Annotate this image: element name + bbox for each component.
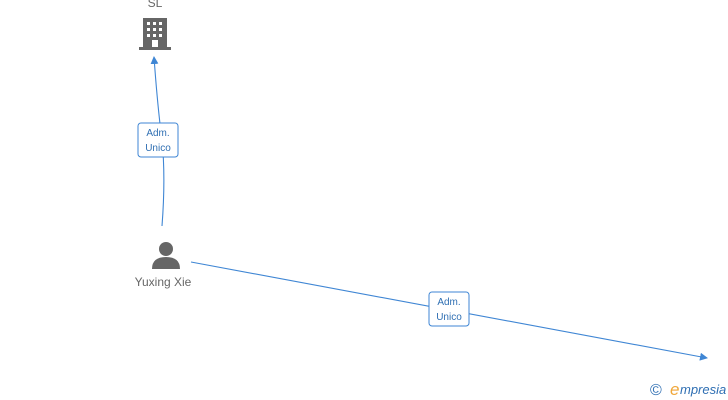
person-label: Yuxing Xie [135, 275, 192, 289]
empresia-watermark: © e mpresia [650, 380, 726, 399]
person-icon [152, 242, 180, 269]
person-node[interactable]: Yuxing Xie [135, 242, 192, 289]
logo-text: mpresia [680, 382, 726, 397]
company-label: SL [148, 0, 163, 10]
copyright-icon: © [650, 382, 662, 399]
logo-initial: e [670, 380, 679, 399]
edge-person-to-offscreen[interactable]: Adm. Unico [190, 261, 708, 361]
edge-label-box [137, 122, 179, 158]
edge-person-to-company[interactable]: Adm. Unico [137, 56, 179, 227]
company-node[interactable]: SL [139, 0, 171, 50]
edge-label-line1: Adm. [437, 297, 460, 308]
edge-label-line2: Unico [145, 143, 171, 154]
building-icon [139, 18, 171, 50]
edge-label-box [428, 291, 470, 327]
edge-label-line2: Unico [436, 312, 462, 323]
edge-label-line1: Adm. [146, 128, 169, 139]
